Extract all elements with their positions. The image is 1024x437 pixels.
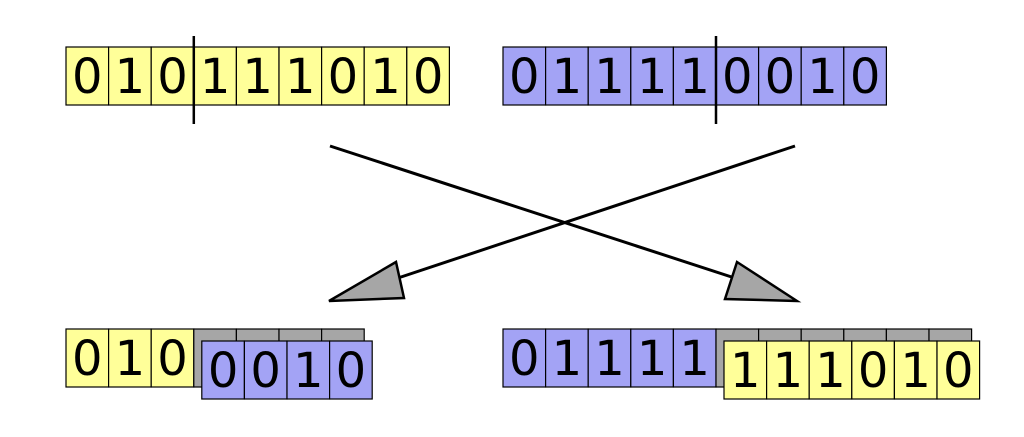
- child-2-tail-cell: [851, 340, 895, 400]
- child-2-tail-cell: [936, 340, 981, 400]
- parent-b-bit: 1: [679, 49, 710, 105]
- child-1-head-cell: [150, 328, 195, 388]
- child-2-head-bit: 1: [552, 331, 583, 387]
- parent-b-bit: 0: [850, 49, 881, 105]
- parent-a-cell: [235, 46, 280, 106]
- child-2-tail-cell: [893, 340, 938, 400]
- parent-b-bit: 0: [765, 49, 796, 105]
- parent-b-bit: 0: [509, 49, 540, 105]
- parent-b-cell: [630, 46, 674, 106]
- parent-a-cell: [363, 46, 408, 106]
- parent-b-cell: [672, 46, 717, 106]
- child-2-tail-bit: 0: [943, 343, 974, 399]
- child-1-tail-bit: 1: [293, 343, 324, 399]
- parent-b-bit: 1: [637, 49, 668, 105]
- child-1-tail-cell: [243, 340, 288, 400]
- parent-b-bit: 1: [807, 49, 838, 105]
- child-2-tail-bit: 1: [900, 343, 931, 399]
- parent-b-cell: [800, 46, 845, 106]
- child-1-head-bit: 0: [72, 331, 103, 387]
- child-1-tail-bit: 0: [208, 343, 239, 399]
- parent-a-cell: [107, 46, 152, 106]
- child-1-head-bit: 0: [157, 331, 188, 387]
- child-2-tail-cell: [808, 340, 853, 400]
- parent-b-bit: 1: [594, 49, 625, 105]
- child-1-tail-cell: [329, 340, 373, 400]
- child-2-head-bit: 1: [637, 331, 668, 387]
- child-2-head-bit: 1: [679, 331, 710, 387]
- parent-a-bit: 1: [115, 49, 146, 105]
- arrow-head-icon: [328, 260, 406, 303]
- parent-a-bit: 0: [157, 49, 188, 105]
- child-2-tail-cell: [723, 340, 768, 400]
- arrow-head-icon: [723, 260, 802, 303]
- parent-a-bit: 1: [242, 49, 273, 105]
- child-2-tail-bit: 0: [858, 343, 889, 399]
- child-1-head-cell: [65, 328, 110, 388]
- arrow-a-to-child-2: [329, 144, 802, 303]
- parent-a-bit: 0: [328, 49, 359, 105]
- crossover-arrows: [328, 144, 802, 303]
- arrow-b-to-child-1: [328, 144, 796, 303]
- parent-a-bit: 1: [285, 49, 316, 105]
- parent-a-bit: 1: [370, 49, 401, 105]
- arrow-shaft: [397, 144, 796, 280]
- child-1-tail-bit: 0: [336, 343, 367, 399]
- parent-a-bit: 0: [72, 49, 103, 105]
- parent-b-bit: 1: [552, 49, 583, 105]
- parent-b-cell: [843, 46, 887, 106]
- child-2-head-cell: [587, 328, 632, 388]
- child-2-head-bit: 0: [509, 331, 540, 387]
- parent-b-cell: [757, 46, 802, 106]
- child-1-tail-cell: [201, 340, 246, 400]
- parent-a-cell: [150, 46, 195, 106]
- child-2-head-cell: [672, 328, 717, 388]
- child-2-tail-bit: 1: [730, 343, 761, 399]
- child-1-head-bit: 1: [115, 331, 146, 387]
- parent-a-bit: 0: [413, 49, 444, 105]
- parent-b-bit: 0: [722, 49, 753, 105]
- child-2-tail-bit: 1: [815, 343, 846, 399]
- parent-a-bit: 1: [200, 49, 231, 105]
- child-1-head-cell: [107, 328, 152, 388]
- parent-b-cell: [502, 46, 547, 106]
- parent-a-cell: [65, 46, 110, 106]
- arrow-shaft: [329, 144, 751, 285]
- parent-a-cell: [278, 46, 323, 106]
- child-1-tail-bit: 0: [250, 343, 281, 399]
- child-2-head-bit: 1: [594, 331, 625, 387]
- parent-b-cell: [544, 46, 589, 106]
- parent-a-cell: [321, 46, 365, 106]
- parent-a-cell: [406, 46, 450, 106]
- child-2-head-cell: [630, 328, 674, 388]
- child-2-tail-bit: 1: [773, 343, 804, 399]
